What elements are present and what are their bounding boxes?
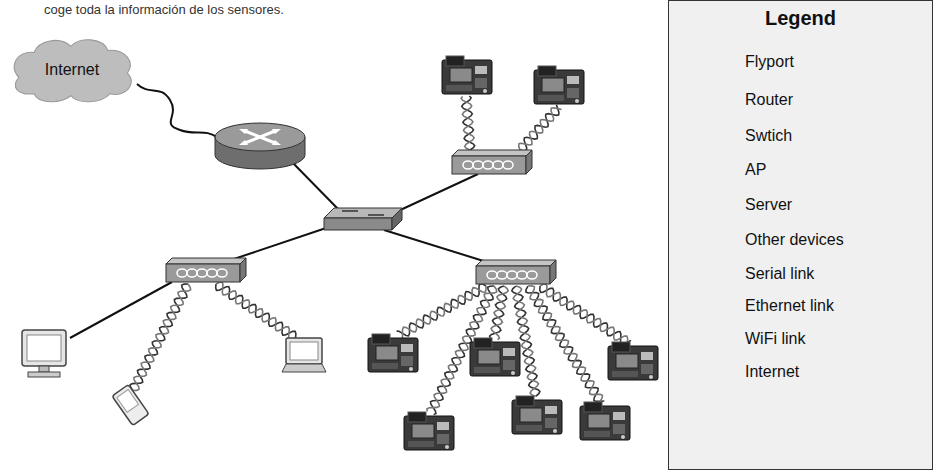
wifi-links [130, 96, 734, 415]
legend-entry: Internet [745, 363, 799, 381]
wifi-strand [216, 282, 296, 340]
access-point-icon [476, 260, 556, 284]
router-icon [215, 123, 305, 169]
ethernet-links [70, 160, 490, 338]
wifi-strand [540, 284, 628, 346]
wifi-strand [462, 96, 475, 150]
caption-fragment: coge toda la información de los sensores… [44, 2, 284, 17]
laptop-icon [282, 338, 326, 372]
serial-link [137, 84, 218, 138]
legend-entry: Flyport [745, 53, 794, 71]
flyport-icon [442, 56, 492, 94]
flyport-icon [512, 396, 562, 434]
wifi-strand [491, 286, 508, 340]
legend-panel: LegendFlyportRouterSwtichAP ServerOther d… [668, 0, 933, 470]
legend-entry: Serial link [745, 265, 814, 283]
internet-cloud: Internet [8, 36, 136, 104]
wifi-strand [130, 284, 188, 391]
wifi-strand [526, 286, 604, 401]
switch-icon [324, 208, 402, 230]
cloud-label: Internet [45, 61, 99, 79]
wifi-strand [519, 108, 562, 150]
flyport-icon [534, 66, 584, 104]
flyport-icon [470, 338, 520, 376]
flyport-icon [404, 412, 454, 450]
legend-entry: AP [745, 161, 766, 179]
pda-icon [112, 385, 149, 426]
flyport-icon [608, 342, 658, 380]
flyport-icon [368, 334, 418, 372]
legend-entry: Ethernet link [745, 297, 834, 315]
legend-entry: Router [745, 91, 793, 109]
legend-entry: WiFi link [745, 330, 805, 348]
flyport-icon [580, 402, 630, 440]
access-point-icon [166, 258, 246, 282]
legend-entry: Server [745, 196, 792, 214]
legend-entry: Swtich [745, 127, 792, 145]
legend-title: Legend [669, 7, 932, 30]
access-point-icon [452, 150, 532, 174]
server-icon [22, 330, 66, 377]
wifi-strand [461, 96, 474, 150]
legend-entry: Other devices [745, 231, 844, 249]
wifi-strand [133, 284, 191, 391]
wifi-strand [402, 286, 487, 340]
